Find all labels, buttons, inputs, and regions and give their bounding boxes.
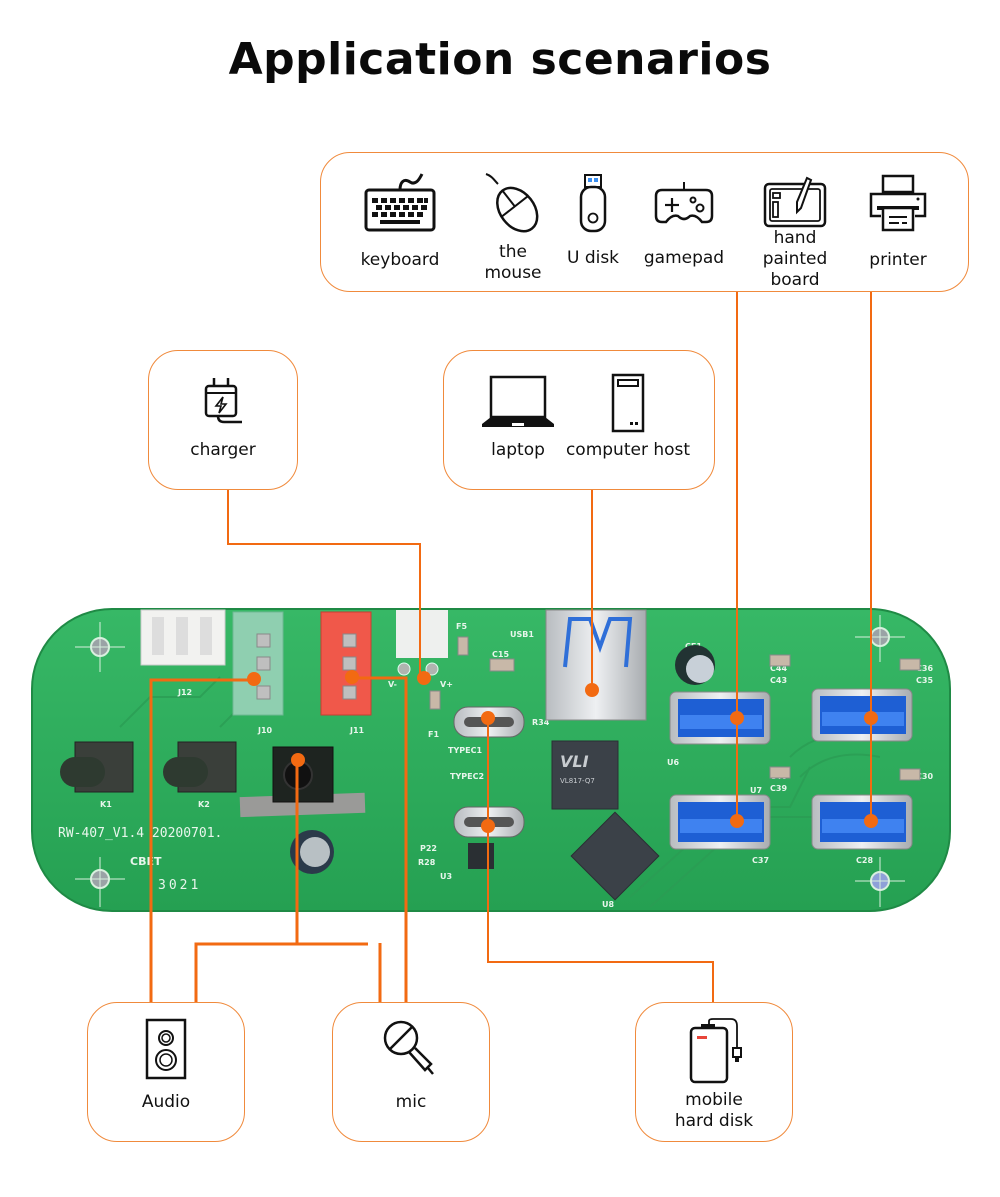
mouse-icon [485, 173, 539, 233]
board-brand-text: CBET [130, 855, 162, 868]
device-label: Audio [141, 1092, 191, 1112]
mounting-hole [855, 857, 905, 907]
silkscreen-label: F1 [428, 730, 439, 739]
silkscreen-label: U3 [440, 872, 452, 881]
device-label: computer host [565, 440, 691, 460]
silkscreen-label: P22 [420, 844, 437, 853]
charger-icon [204, 378, 242, 424]
device-u-disk: U disk [560, 172, 626, 269]
silkscreen-label: USB1 [510, 630, 534, 639]
silkscreen-label: J12 [177, 688, 192, 697]
silkscreen-label: V- [388, 680, 397, 689]
device-computer-host: computer host [560, 372, 696, 461]
board-date-code: 3021 [158, 878, 201, 893]
keyboard-icon [364, 173, 436, 232]
laptop-icon [482, 375, 554, 427]
chip-model: VL817-Q7 [560, 777, 595, 785]
device-charger: charger [148, 376, 298, 461]
device-label: charger [190, 440, 256, 460]
mounting-hole [75, 622, 125, 672]
device-gamepad: gamepad [636, 178, 732, 269]
silkscreen-label: C30 [916, 772, 933, 781]
device-label: the mouse [484, 242, 542, 283]
device-hand-painted-board: hand painted board [748, 172, 842, 291]
silkscreen-label: K2 [198, 800, 210, 809]
printer-icon [869, 174, 927, 232]
silkscreen-label: K1 [100, 800, 112, 809]
device-label: U disk [566, 248, 620, 268]
device-mic: mic [332, 1018, 490, 1113]
device-label: hand painted board [762, 228, 828, 290]
silkscreen-label: C44 [770, 664, 787, 673]
silkscreen-label: C35 [916, 676, 933, 685]
silkscreen-label: C36 [916, 664, 933, 673]
usb-hub-circuit-board: RW-407_V1.4 20200701. CBET 3021 J12 J10 … [31, 608, 951, 912]
device-mobile-hard-disk: mobile hard disk [635, 1018, 793, 1132]
device-mouse: the mouse [468, 170, 558, 284]
drawing-tablet-icon [763, 176, 827, 228]
microphone-icon [383, 1020, 434, 1075]
device-label: keyboard [360, 250, 440, 270]
device-label: printer [869, 250, 927, 270]
chip-brand: VLI [560, 752, 589, 771]
gamepad-icon [654, 182, 714, 224]
usb-a-downstream-port-2 [811, 688, 913, 742]
silkscreen-label: C43 [770, 676, 787, 685]
silkscreen-label: C28 [856, 856, 873, 865]
external-hard-disk-icon [689, 1018, 742, 1084]
silkscreen-label: U8 [602, 900, 614, 909]
device-laptop: laptop [478, 374, 558, 461]
peripheral-devices-box [320, 152, 969, 292]
mounting-hole [75, 857, 125, 907]
silkscreen-label: TYPEC1 [448, 746, 482, 755]
silkscreen-label: TYPEC2 [450, 772, 484, 781]
device-label: gamepad [643, 248, 725, 268]
speaker-icon [145, 1018, 187, 1080]
desktop-tower-icon [611, 373, 645, 433]
silkscreen-label: U7 [750, 786, 762, 795]
usb-a-downstream-port-4 [811, 794, 913, 850]
mounting-hole [855, 615, 905, 662]
device-label: laptop [491, 440, 545, 460]
silkscreen-label: C15 [492, 650, 509, 659]
device-printer: printer [852, 172, 944, 271]
silkscreen-label: F5 [456, 622, 467, 631]
audio-box [87, 1002, 245, 1142]
k1-button [60, 741, 134, 793]
usb-a-downstream-port-1 [669, 691, 771, 745]
silkscreen-label: C39 [770, 784, 787, 793]
silkscreen-label: R28 [418, 858, 436, 867]
device-label: mobile hard disk [674, 1090, 754, 1131]
usb-a-downstream-port-3 [669, 794, 771, 850]
silkscreen-label: U6 [667, 758, 679, 767]
silkscreen-label: V+ [440, 680, 453, 689]
silkscreen-label: J11 [349, 726, 365, 735]
board-model-text: RW-407_V1.4 20200701. [58, 826, 222, 841]
usb-drive-icon [579, 174, 607, 233]
device-keyboard: keyboard [350, 170, 450, 271]
charger-box [148, 350, 298, 490]
silkscreen-label: J10 [257, 726, 273, 735]
device-label: mic [395, 1092, 427, 1112]
page-title: Application scenarios [228, 34, 772, 85]
silkscreen-label: C37 [752, 856, 769, 865]
device-audio: Audio [87, 1018, 245, 1113]
